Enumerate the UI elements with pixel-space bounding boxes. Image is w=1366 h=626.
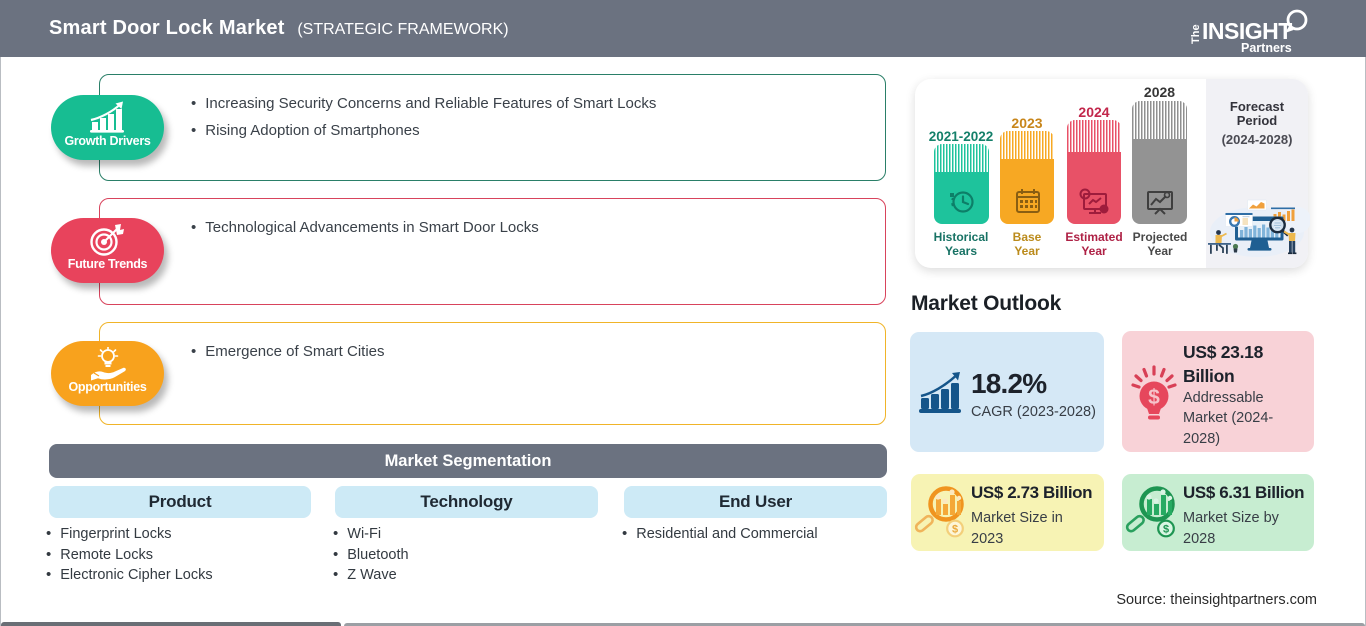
svg-text:INSIGHT: INSIGHT — [1202, 18, 1292, 44]
svg-text:$: $ — [1163, 524, 1169, 536]
svg-text:$: $ — [952, 524, 958, 536]
svg-text:$: $ — [1148, 386, 1160, 409]
svg-text:Partners: Partners — [1241, 41, 1292, 53]
